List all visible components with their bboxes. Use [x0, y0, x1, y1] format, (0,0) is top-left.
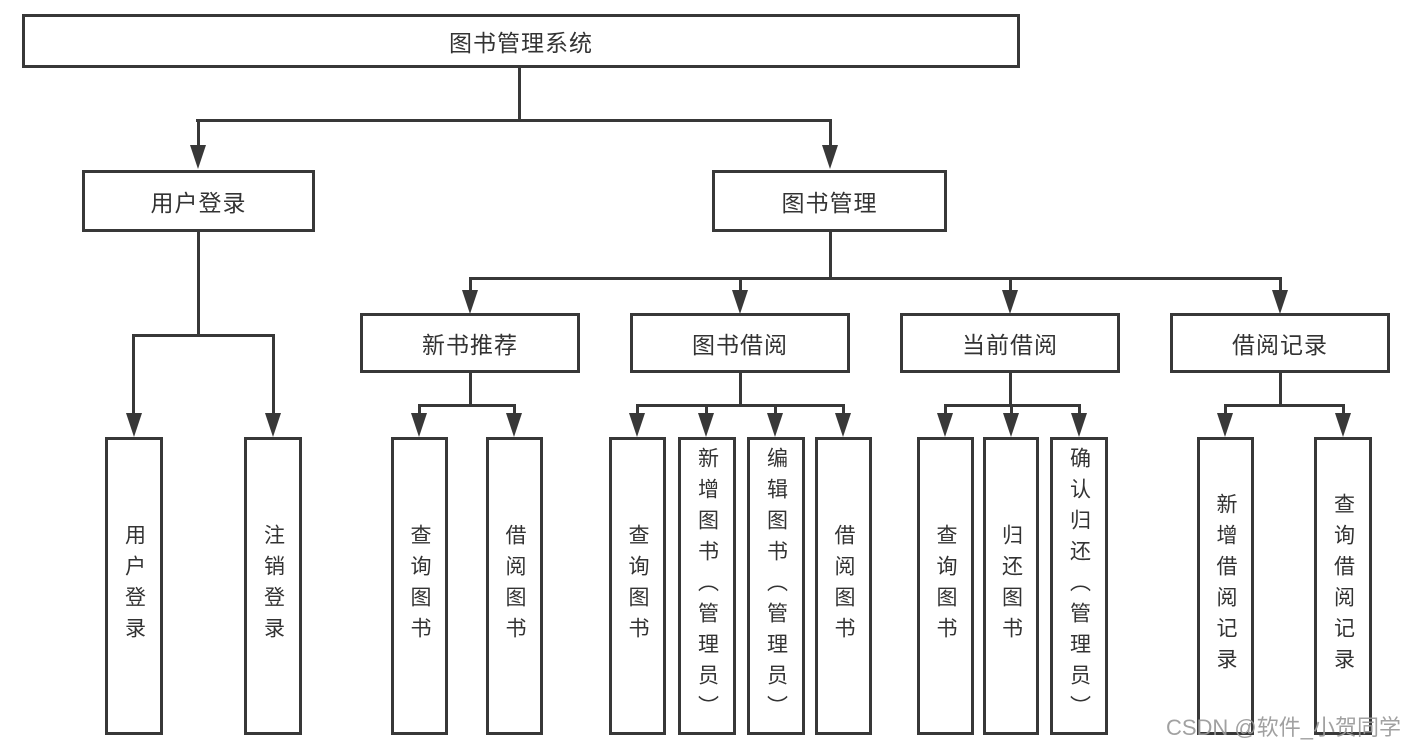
node-book-borrow: 图书借阅	[630, 313, 850, 373]
arrowhead-down-icon	[126, 413, 142, 437]
connector-vline	[1342, 404, 1345, 416]
connector-vline	[1010, 404, 1013, 416]
node-label: 借阅记录	[1232, 332, 1328, 358]
leaf-current-return-books: 归还图书	[983, 437, 1039, 735]
connector-vline	[829, 232, 832, 280]
connector-hline	[1224, 404, 1344, 407]
connector-vline	[1279, 277, 1282, 295]
node-label: 用户登录	[150, 190, 247, 216]
connector-vline	[842, 404, 845, 416]
node-new-book-recommend: 新书推荐	[360, 313, 580, 373]
node-label: 图书借阅	[692, 332, 788, 358]
arrowhead-down-icon	[698, 413, 714, 437]
connector-hline	[418, 404, 516, 407]
arrowhead-down-icon	[1071, 413, 1087, 437]
leaf-records-query-record: 查询借阅记录	[1314, 437, 1372, 735]
leaf-label: 查询图书	[626, 524, 649, 648]
arrowhead-down-icon	[1335, 413, 1351, 437]
leaf-label: 查询图书	[408, 524, 431, 648]
leaf-borrow-borrow-books: 借阅图书	[815, 437, 872, 735]
leaf-label: 确认归还（管理员）	[1067, 446, 1091, 726]
connector-vline	[272, 334, 275, 414]
arrowhead-down-icon	[732, 290, 748, 314]
arrowhead-down-icon	[767, 413, 783, 437]
node-label: 图书管理	[781, 190, 878, 216]
connector-vline	[1009, 373, 1012, 407]
leaf-records-add-record: 新增借阅记录	[1197, 437, 1254, 735]
leaf-label: 用户登录	[122, 524, 146, 648]
node-user-login: 用户登录	[82, 170, 315, 232]
node-borrow-records: 借阅记录	[1170, 313, 1390, 373]
connector-hline	[636, 404, 844, 407]
arrowhead-down-icon	[411, 413, 427, 437]
csdn-watermark: CSDN @软件_小贺同学	[1165, 715, 1401, 740]
connector-vline	[739, 277, 742, 295]
leaf-recommend-borrow-books: 借阅图书	[486, 437, 543, 735]
connector-vline	[1009, 277, 1012, 295]
arrowhead-down-icon	[190, 145, 206, 169]
connector-vline	[132, 334, 135, 414]
leaf-borrow-add-books-admin: 新增图书（管理员）	[678, 437, 736, 735]
leaf-current-confirm-return-admin: 确认归还（管理员）	[1050, 437, 1108, 735]
connector-vline	[944, 404, 947, 416]
arrowhead-down-icon	[506, 413, 522, 437]
connector-vline	[469, 373, 472, 407]
node-label: 新书推荐	[422, 332, 518, 358]
leaf-label: 查询借阅记录	[1331, 493, 1355, 679]
connector-vline	[469, 277, 472, 295]
connector-vline	[518, 68, 521, 121]
connector-hline	[196, 119, 832, 122]
connector-vline	[418, 404, 421, 416]
arrowhead-down-icon	[835, 413, 851, 437]
connector-hline	[132, 334, 275, 337]
leaf-label: 注销登录	[261, 524, 285, 648]
connector-vline	[197, 232, 200, 337]
leaf-label: 借阅图书	[832, 524, 855, 648]
connector-vline	[705, 404, 708, 416]
leaf-borrow-edit-books-admin: 编辑图书（管理员）	[747, 437, 805, 735]
node-label: 当前借阅	[962, 332, 1058, 358]
arrowhead-down-icon	[462, 290, 478, 314]
connector-vline	[1078, 404, 1081, 416]
connector-vline	[513, 404, 516, 416]
leaf-user-login: 用户登录	[105, 437, 163, 735]
leaf-current-query-books: 查询图书	[917, 437, 974, 735]
arrowhead-down-icon	[1217, 413, 1233, 437]
leaf-label: 新增借阅记录	[1214, 493, 1237, 679]
connector-vline	[1279, 373, 1282, 407]
connector-vline	[739, 373, 742, 407]
leaf-label: 编辑图书（管理员）	[764, 446, 788, 726]
arrowhead-down-icon	[937, 413, 953, 437]
arrowhead-down-icon	[629, 413, 645, 437]
node-library-management-system: 图书管理系统	[22, 14, 1020, 68]
node-current-borrow: 当前借阅	[900, 313, 1120, 373]
connector-vline	[829, 119, 832, 148]
leaf-label: 查询图书	[934, 524, 957, 648]
node-book-management: 图书管理	[712, 170, 947, 232]
leaf-label: 新增图书（管理员）	[695, 446, 719, 726]
connector-vline	[636, 404, 639, 416]
connector-vline	[774, 404, 777, 416]
connector-hline	[469, 277, 1282, 280]
arrowhead-down-icon	[1002, 290, 1018, 314]
leaf-label: 归还图书	[999, 524, 1023, 648]
connector-vline	[197, 119, 200, 148]
leaf-borrow-query-books: 查询图书	[609, 437, 666, 735]
arrowhead-down-icon	[822, 145, 838, 169]
arrowhead-down-icon	[1003, 413, 1019, 437]
arrowhead-down-icon	[265, 413, 281, 437]
node-label: 图书管理系统	[449, 30, 593, 56]
leaf-label: 借阅图书	[503, 524, 526, 648]
leaf-logout: 注销登录	[244, 437, 302, 735]
arrowhead-down-icon	[1272, 290, 1288, 314]
connector-vline	[1224, 404, 1227, 416]
leaf-recommend-query-books: 查询图书	[391, 437, 448, 735]
